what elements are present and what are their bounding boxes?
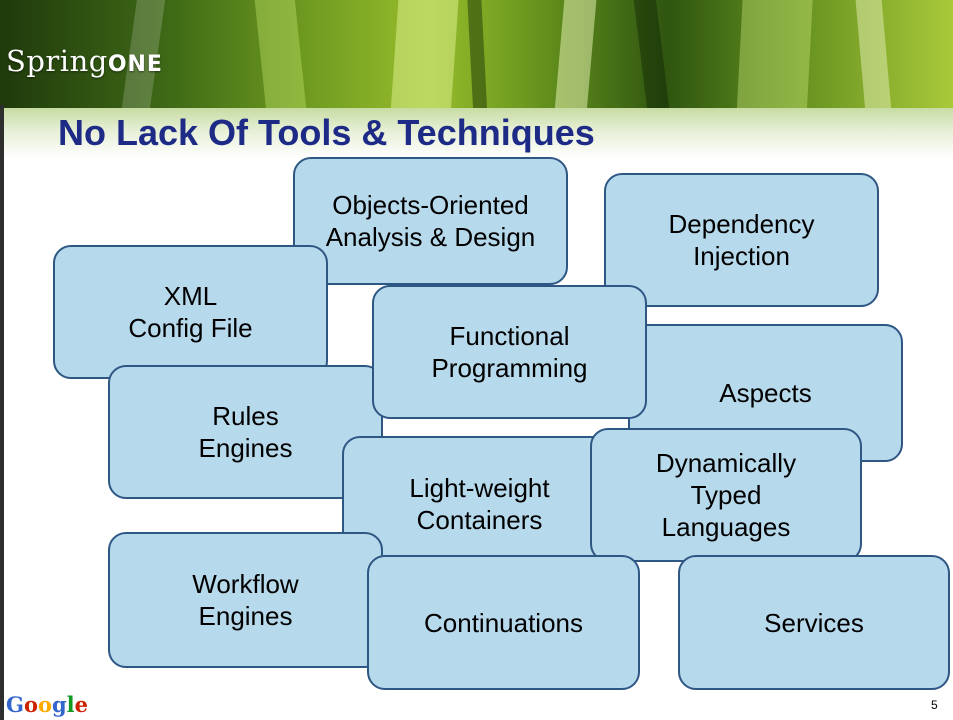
box-object-oriented-design: Objects-Oriented Analysis & Design <box>293 157 568 285</box>
box-dependency-injection: Dependency Injection <box>604 173 879 307</box>
header-banner <box>0 0 953 108</box>
box-rules-engines: Rules Engines <box>108 365 383 499</box>
springone-logo: SpringOne <box>6 44 163 78</box>
box-light-weight-containers: Light-weight Containers <box>342 436 617 572</box>
slide-number: 5 <box>931 698 938 712</box>
box-functional-programming: Functional Programming <box>372 285 647 419</box>
title-band <box>0 108 953 158</box>
box-xml-config-file: XML Config File <box>53 245 328 379</box>
box-dynamically-typed-languages: Dynamically Typed Languages <box>590 428 862 562</box>
google-logo: Google <box>6 692 89 717</box>
box-services: Services <box>678 555 950 690</box>
slide-frame-left <box>0 105 4 720</box>
box-workflow-engines: Workflow Engines <box>108 532 383 668</box>
box-continuations: Continuations <box>367 555 640 690</box>
slide-title: No Lack Of Tools & Techniques <box>58 112 595 153</box>
